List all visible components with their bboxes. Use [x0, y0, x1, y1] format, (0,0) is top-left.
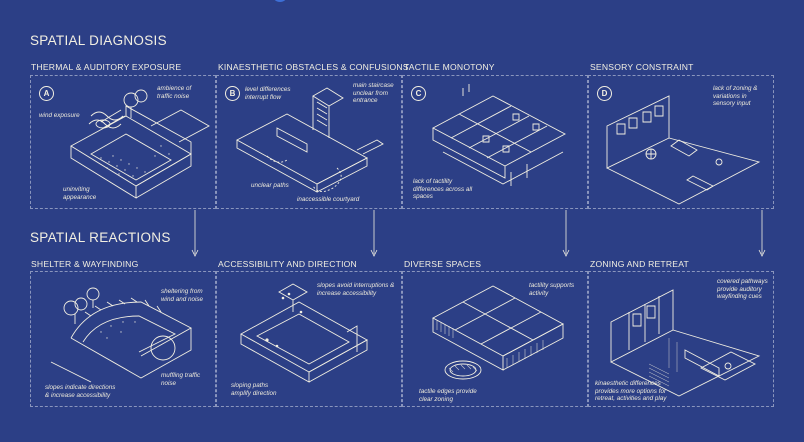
sensory-constraint-drawing — [589, 76, 775, 210]
note-unclear-paths: unclear paths — [251, 182, 289, 189]
badge-a: A — [39, 86, 54, 101]
note-covered-pathways: covered pathways provide auditory wayfin… — [717, 278, 768, 301]
caption-sensory: SENSORY CONSTRAINT — [590, 62, 694, 72]
accessibility-drawing — [217, 272, 403, 408]
panel-diverse-spaces: tactility supports activity tactile edge… — [402, 271, 588, 407]
note-slopes-directions: slopes indicate directions & increase ac… — [45, 384, 116, 399]
caption-kinaesthetic: KINAESTHETIC OBSTACLES & CONFUSIONS — [218, 62, 409, 72]
top-accent — [272, 0, 288, 2]
caption-accessibility: ACCESSIBILITY AND DIRECTION — [218, 259, 357, 269]
caption-tactile: TACTILE MONOTONY — [404, 62, 495, 72]
note-uninviting: uninviting appearance — [63, 186, 97, 201]
reactions-title: SPATIAL REACTIONS — [30, 230, 171, 245]
panel-thermal-auditory: A ambience of traffic noise wind exposur… — [30, 75, 216, 209]
note-lack-of-zoning: lack of zoning & variations in sensory i… — [713, 85, 758, 108]
note-tactility-supports: tactility supports activity — [529, 282, 575, 297]
tactile-monotony-drawing — [403, 76, 589, 210]
panel-tactile-monotony: C lack of tactility differences across a… — [402, 75, 588, 209]
arrow-down-2 — [370, 210, 378, 257]
diagnosis-title: SPATIAL DIAGNOSIS — [30, 33, 167, 48]
kinaesthetic-drawing — [217, 76, 403, 210]
caption-diverse: DIVERSE SPACES — [404, 259, 482, 269]
panel-sensory-constraint: D lack of zoning & variations in sensory… — [588, 75, 774, 209]
note-sloping-paths: sloping paths amplify direction — [231, 382, 277, 397]
note-inaccessible-courtyard: inaccessible courtyard — [297, 196, 360, 203]
caption-zoning: ZONING AND RETREAT — [590, 259, 689, 269]
shelter-drawing — [31, 272, 217, 408]
zoning-retreat-drawing — [589, 272, 775, 408]
note-main-staircase: main staircase unclear from entrance — [353, 82, 394, 105]
note-kinaesthetic-differences: kinaesthetic differences provides more o… — [595, 380, 667, 403]
arrow-down-4 — [758, 210, 766, 257]
panel-zoning-retreat: covered pathways provide auditory wayfin… — [588, 271, 774, 407]
diverse-spaces-drawing — [403, 272, 589, 408]
badge-d: D — [597, 86, 612, 101]
badge-b: B — [225, 86, 240, 101]
panel-kinaesthetic: B level differences interrupt flow main … — [216, 75, 402, 209]
arrow-down-1 — [191, 210, 199, 257]
note-level-differences: level differences interrupt flow — [245, 86, 291, 101]
caption-shelter: SHELTER & WAYFINDING — [31, 259, 139, 269]
badge-c: C — [411, 86, 426, 101]
note-slopes-avoid: slopes avoid interruptions & increase ac… — [317, 282, 395, 297]
note-wind-exposure: wind exposure — [39, 112, 80, 119]
note-muffling: muffling traffic noise — [161, 372, 201, 387]
note-lack-of-tactility: lack of tactility differences across all… — [413, 178, 473, 201]
caption-thermal: THERMAL & AUDITORY EXPOSURE — [31, 62, 182, 72]
note-sheltering: sheltering from wind and noise — [161, 288, 204, 303]
arrow-down-3 — [562, 210, 570, 257]
note-traffic-noise: ambience of traffic noise — [157, 85, 192, 100]
thermal-exposure-drawing — [31, 76, 217, 210]
panel-shelter-wayfinding: sheltering from wind and noise slopes in… — [30, 271, 216, 407]
note-tactile-edges: tactile edges provide clear zoning — [419, 388, 477, 403]
panel-accessibility-direction: slopes avoid interruptions & increase ac… — [216, 271, 402, 407]
